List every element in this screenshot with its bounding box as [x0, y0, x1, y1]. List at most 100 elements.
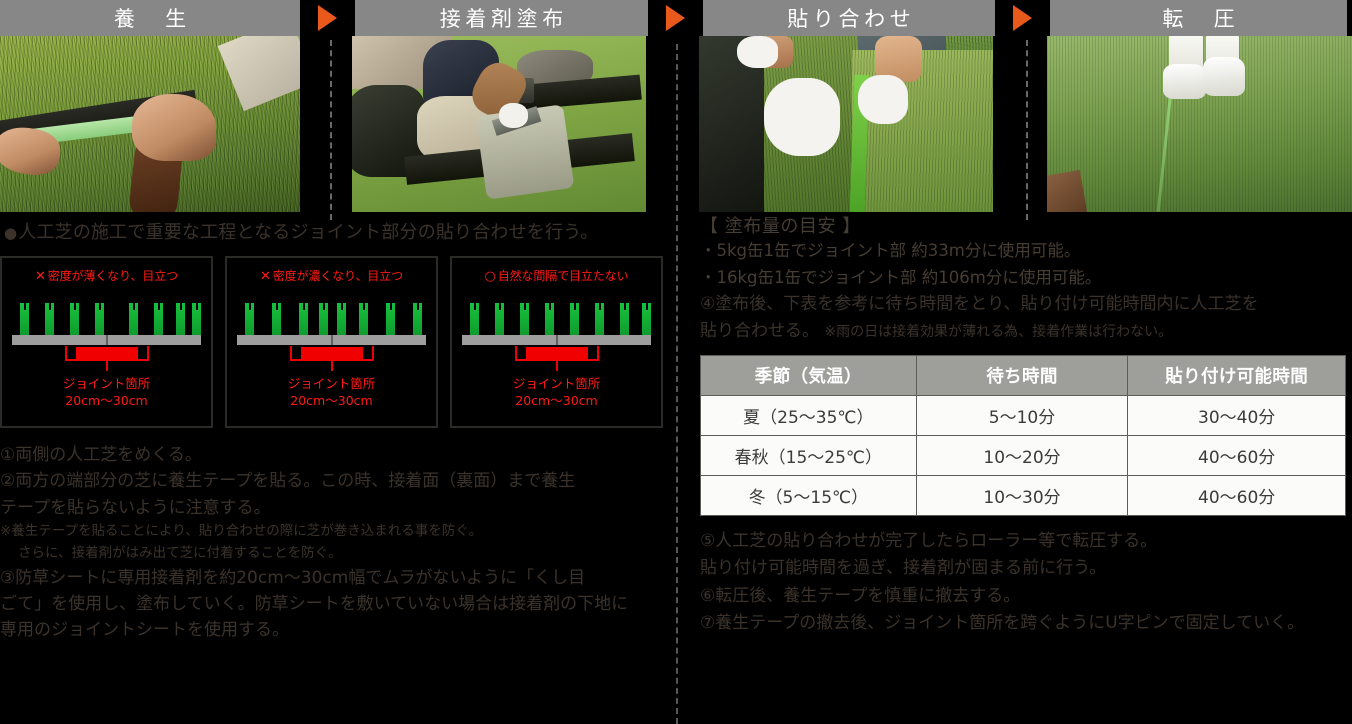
step-4-line-2-label: 貼り合わせる。	[700, 321, 819, 342]
hand-right-graphic	[132, 94, 216, 161]
left-steps-list: ①両側の人工芝をめくる。 ②両方の端部分の芝に養生テープを貼る。この時、接着面（…	[0, 442, 664, 644]
table-row: 夏（25〜35℃） 5〜10分 30〜40分	[700, 395, 1346, 437]
step-4-line-2: 貼り合わせる。 ※雨の日は接着効果が薄れる為、接着作業は行わない。	[700, 318, 1352, 345]
diagram-caption-line2: 20cm〜30cm	[290, 392, 373, 408]
table-cell-season: 春秋（15〜25℃）	[700, 435, 917, 477]
left-lead-text: ●人工芝の施工で重要な工程となるジョイント部分の貼り合わせを行う。	[0, 212, 664, 244]
table-cell-season: 夏（25〜35℃）	[700, 395, 917, 437]
turf-blades-graphic	[241, 303, 422, 335]
density-diagram-group: ✕密度が薄くなり、目立つ	[0, 256, 664, 428]
table-header-season: 季節（気温）	[700, 355, 917, 397]
joint-measure-bracket	[64, 346, 149, 361]
left-step-line: ②両方の端部分の芝に養生テープを貼る。この時、接着面（裏面）まで養生	[0, 471, 576, 492]
diagram-caption-line2: 20cm〜30cm	[65, 392, 148, 408]
photo-gap-2	[646, 36, 699, 212]
diagram-caption-line1: ジョイント箇所	[62, 376, 151, 391]
turf-blades-graphic	[466, 303, 651, 335]
coverage-bullet: ・5kg缶1缶でジョイント部 約33m分に使用可能。	[700, 241, 1081, 260]
arrow-right-icon	[666, 5, 685, 31]
arrow-cell-2	[648, 0, 703, 36]
arrow-cell-3	[995, 0, 1050, 36]
left-step-note: ※養生テープを貼ることにより、貼り合わせの際に芝が巻き込まれる事を防ぐ。	[0, 523, 483, 540]
photo-gap-1	[300, 36, 352, 212]
photo-step-1	[0, 36, 300, 212]
table-cell-bond-window: 40〜60分	[1127, 475, 1346, 517]
cross-mark-icon: ✕	[35, 269, 46, 284]
work-glove-graphic	[499, 102, 529, 128]
right-step-line: ⑦養生テープの撤去後、ジョイント箇所を跨ぐようにU字ピンで固定していく。	[700, 612, 1305, 633]
tab-step-3[interactable]: 貼り合わせ	[703, 0, 995, 36]
forearm-right-graphic	[875, 36, 923, 82]
arrow-right-icon	[318, 5, 337, 31]
turf-backing-bar-graphic	[462, 335, 651, 345]
left-step-note: さらに、接着剤がはみ出て芝に付着することを防ぐ。	[18, 544, 342, 561]
table-header-wait-time: 待ち時間	[915, 355, 1129, 397]
photo-strip	[0, 36, 1352, 212]
coverage-section-title: 【 塗布量の目安 】	[700, 216, 861, 237]
tab-step-4[interactable]: 転 圧	[1050, 0, 1347, 36]
joint-measure-bracket	[514, 346, 599, 361]
left-step-line: ごて」を使用し、塗布していく。防草シートを敷いていない場合は接着剤の下地に	[0, 594, 629, 615]
turf-blades-graphic	[16, 303, 201, 335]
table-cell-bond-window: 40〜60分	[1127, 435, 1346, 477]
diagram-caption-line1: ジョイント箇所	[287, 376, 376, 391]
diagram-title-label: 密度が濃くなり、目立つ	[272, 269, 403, 283]
table-cell-wait-time: 10〜30分	[915, 475, 1129, 517]
tab-step-2[interactable]: 接着剤塗布	[355, 0, 648, 36]
coverage-bullet: ・16kg缶1缶でジョイント部 約106m分に使用可能。	[700, 267, 1102, 287]
arrow-cell-1	[300, 0, 355, 36]
diagram-caption: ジョイント箇所 20cm〜30cm	[227, 376, 436, 409]
diagram-title-label: 密度が薄くなり、目立つ	[47, 269, 178, 283]
content-body: ●人工芝の施工で重要な工程となるジョイント部分の貼り合わせを行う。 ✕密度が薄く…	[0, 212, 1352, 724]
diagram-title: ✕密度が薄くなり、目立つ	[2, 258, 211, 284]
diagram-caption-line2: 20cm〜30cm	[515, 392, 598, 408]
work-shoe-graphic	[1202, 57, 1246, 96]
step-4-note: ※雨の日は接着効果が薄れる為、接着作業は行わない。	[824, 324, 1173, 341]
density-diagram-sparse: ✕密度が薄くなり、目立つ	[0, 256, 213, 428]
photo-step-3	[699, 36, 993, 212]
step-4-line-1: ④塗布後、下表を参考に待ち時間をとり、貼り付け可能時間内に人工芝を	[700, 294, 1259, 315]
diagram-title: ○自然な間隔で目立たない	[452, 258, 661, 284]
table-header-row: 季節（気温） 待ち時間 貼り付け可能時間	[700, 355, 1346, 397]
column-divider-dashed	[676, 44, 678, 724]
right-step-line: ⑤人工芝の貼り合わせが完了したらローラー等で転圧する。	[700, 531, 1158, 552]
right-step-line: 貼り付け可能時間を過ぎ、接着剤が固まる前に行う。	[700, 558, 1107, 579]
right-step-line: ⑥転圧後、養生テープを慎重に撤去する。	[700, 585, 1021, 606]
diagram-title: ✕密度が濃くなり、目立つ	[227, 258, 436, 284]
photo-step-4	[1047, 36, 1352, 212]
right-column: 【 塗布量の目安 】 ・5kg缶1缶でジョイント部 約33m分に使用可能。 ・1…	[700, 212, 1352, 637]
diagram-title-label: 自然な間隔で目立たない	[497, 269, 629, 283]
cross-mark-icon: ✕	[260, 269, 271, 284]
table-cell-season: 冬（5〜15℃）	[700, 475, 917, 517]
photo-gap-3	[993, 36, 1047, 212]
density-diagram-dense: ✕密度が濃くなり、目立つ	[225, 256, 438, 428]
left-step-line: 専用のジョイントシートを使用する。	[0, 620, 289, 641]
left-step-line: ③防草シートに専用接着剤を約20cm〜30cm幅でムラがないように「くし目	[0, 567, 586, 588]
joint-measure-bracket	[289, 346, 374, 361]
wait-time-table: 季節（気温） 待ち時間 貼り付け可能時間 夏（25〜35℃） 5〜10分 30〜…	[700, 355, 1346, 517]
density-diagram-even: ○自然な間隔で目立たない	[450, 256, 663, 428]
work-glove-graphic	[737, 36, 779, 68]
bullet-dot-icon: ●	[4, 224, 18, 242]
tab-step-1-label: 養 生	[113, 7, 191, 31]
diagram-caption: ジョイント箇所 20cm〜30cm	[2, 376, 211, 409]
table-cell-bond-window: 30〜40分	[1127, 395, 1346, 437]
tab-step-1[interactable]: 養 生	[0, 0, 300, 36]
table-row: 冬（5〜15℃） 10〜30分 40〜60分	[700, 475, 1346, 517]
left-step-line: ①両側の人工芝をめくる。	[0, 445, 202, 465]
work-shoe-graphic	[1162, 64, 1206, 100]
left-column: ●人工芝の施工で重要な工程となるジョイント部分の貼り合わせを行う。 ✕密度が薄く…	[0, 212, 664, 644]
process-step-tabbar: 養 生 接着剤塗布 貼り合わせ 転 圧	[0, 0, 1352, 36]
turf-panel-right-graphic	[851, 50, 993, 212]
tab-step-4-label: 転 圧	[1162, 7, 1240, 31]
table-cell-wait-time: 5〜10分	[915, 395, 1129, 437]
right-steps-list: ⑤人工芝の貼り合わせが完了したらローラー等で転圧する。 貼り付け可能時間を過ぎ、…	[700, 528, 1352, 637]
left-lead-label: 人工芝の施工で重要な工程となるジョイント部分の貼り合わせを行う。	[18, 222, 599, 243]
work-glove-graphic	[857, 74, 908, 124]
tab-step-2-label: 接着剤塗布	[439, 7, 568, 31]
turf-backing-bar-graphic	[12, 335, 201, 345]
photo-divider-dashed	[330, 40, 332, 220]
photo-divider-dashed	[1026, 40, 1028, 220]
arrow-right-icon	[1013, 5, 1032, 31]
